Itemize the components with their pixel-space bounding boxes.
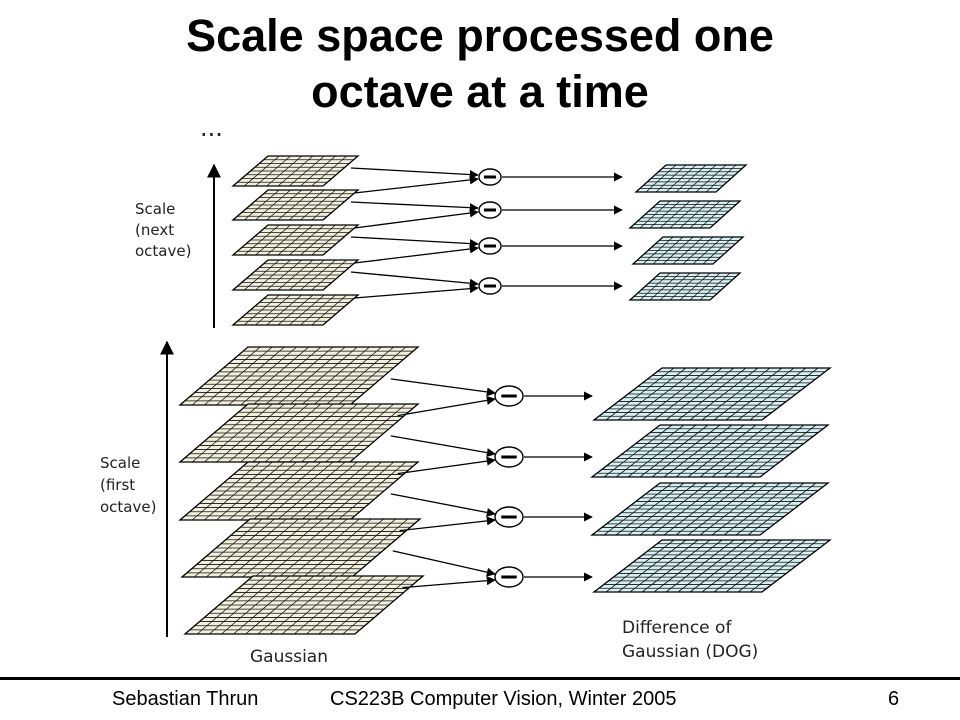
gaussian-label: Gaussian	[250, 647, 328, 667]
footer-course: CS223B Computer Vision, Winter 2005	[330, 688, 677, 710]
next-octave-arrow-in-b-2	[354, 208, 479, 229]
footer-page-number: 6	[888, 688, 900, 710]
scale-first-label-line-1: Scale	[100, 454, 140, 472]
next-octave-gaussian-grid-3	[231, 224, 360, 256]
next-octave-dog-grid-1	[634, 164, 748, 193]
next-octave-gaussian-grid-5	[231, 294, 360, 326]
next-octave-dog-grid-4	[628, 272, 742, 301]
first-octave-dog-grid-2	[590, 424, 830, 478]
next-octave-gaussian-grid-1	[231, 155, 360, 187]
next-octave-arrow-in-a-3	[350, 236, 479, 249]
first-octave-gaussian-grid-3	[178, 461, 420, 521]
next-octave-arrow-in-a-4	[350, 271, 479, 288]
next-octave-arrow-in-b-3	[354, 244, 479, 264]
next-octave-arrow-in-b-4	[354, 284, 479, 299]
first-octave-gaussian-grid-1	[178, 346, 420, 406]
slide-title-line-1: Scale space processed one	[186, 10, 774, 61]
next-octave-dog-grid-2	[628, 200, 742, 229]
next-octave-arrow-in-b-1	[354, 175, 479, 194]
scale-next-label-line-2: (next	[135, 221, 174, 239]
first-octave-arrow-in-b-2	[397, 456, 496, 475]
scale-first-label-line-2: (first	[100, 476, 135, 494]
next-octave-arrow-in-a-1	[350, 167, 479, 180]
next-octave-gaussian-grid-4	[231, 259, 360, 291]
dog-label-line-1: Difference of	[622, 618, 732, 638]
scale-next-label-line-3: octave)	[135, 242, 191, 260]
first-octave-gaussian-grid-5	[183, 575, 425, 635]
first-octave-arrow-in-b-3	[399, 516, 496, 532]
scale-space-diagram: ... Scale (next octave) Scale (first oct…	[100, 114, 832, 667]
first-octave-arrow-in-a-1	[390, 378, 496, 397]
first-octave-dog-grid-4	[592, 539, 832, 593]
next-octave-gaussian-grid-2	[231, 189, 360, 221]
dog-label-line-2: Gaussian (DOG)	[622, 642, 758, 662]
first-octave-dog-grid-3	[590, 482, 830, 536]
slide-title: Scale space processed one octave at a ti…	[0, 8, 960, 112]
scale-first-label-line-3: octave)	[100, 498, 156, 516]
footer-author: Sebastian Thrun	[112, 688, 259, 710]
first-octave-arrow-in-b-1	[397, 395, 496, 417]
first-octave-arrow-in-a-2	[390, 435, 496, 458]
first-octave-gaussian-grid-4	[180, 518, 422, 578]
first-octave-arrow-in-b-4	[402, 576, 496, 589]
next-octave-arrow-in-a-2	[350, 201, 479, 213]
slide-title-line-2: octave at a time	[311, 66, 649, 112]
footer-rule	[0, 677, 960, 680]
first-octave-dog-grid-1	[592, 367, 832, 421]
next-octave-dog-grid-3	[631, 236, 745, 265]
first-octave-arrow-in-a-4	[392, 550, 496, 577]
ellipsis-mark: ...	[200, 114, 223, 142]
first-octave-arrow-in-a-3	[390, 493, 496, 517]
first-octave-gaussian-grid-2	[178, 403, 420, 463]
scale-next-label-line-1: Scale	[135, 200, 175, 218]
